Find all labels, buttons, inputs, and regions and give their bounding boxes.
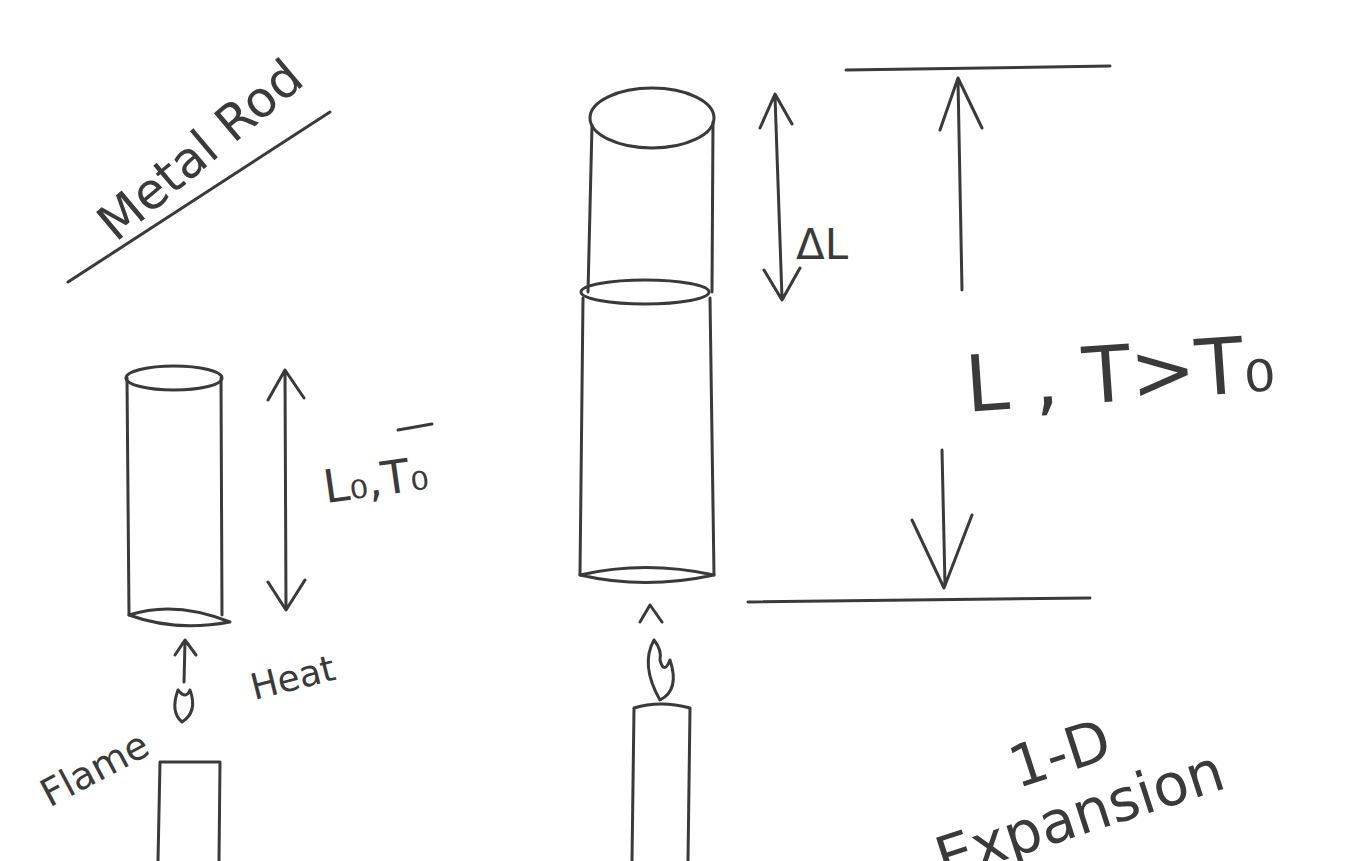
rod-side [127, 378, 222, 615]
heat-arrow [175, 640, 196, 682]
handwritten-label: Heat [246, 648, 338, 707]
handwritten-label: L₀,T₀ [319, 447, 430, 512]
rod-bottom [580, 568, 714, 583]
rod-side [580, 298, 714, 575]
heat-arrow [640, 605, 662, 622]
flame [648, 640, 673, 700]
dimension-arrow [940, 78, 982, 290]
flame [175, 690, 193, 722]
dimension-line [748, 66, 1110, 602]
rod-top [581, 280, 709, 304]
handwritten-label: Flame [34, 724, 156, 815]
candle [158, 762, 220, 861]
candle [632, 704, 690, 861]
handwritten-label: L , T>T₀ [962, 321, 1277, 428]
handwritten-label: ΔL [796, 222, 848, 268]
tick-mark [398, 424, 432, 430]
handwritten-label: Metal Rod [87, 49, 313, 251]
rod-top [590, 88, 714, 148]
dimension-arrow [912, 450, 972, 588]
length-arrow [268, 370, 305, 610]
rod-bottom [129, 609, 230, 626]
rod-extension [588, 122, 713, 292]
handwritten-label: 1-D Expansion [889, 672, 1252, 861]
rod-top [126, 366, 222, 390]
delta-arrow [760, 94, 800, 300]
